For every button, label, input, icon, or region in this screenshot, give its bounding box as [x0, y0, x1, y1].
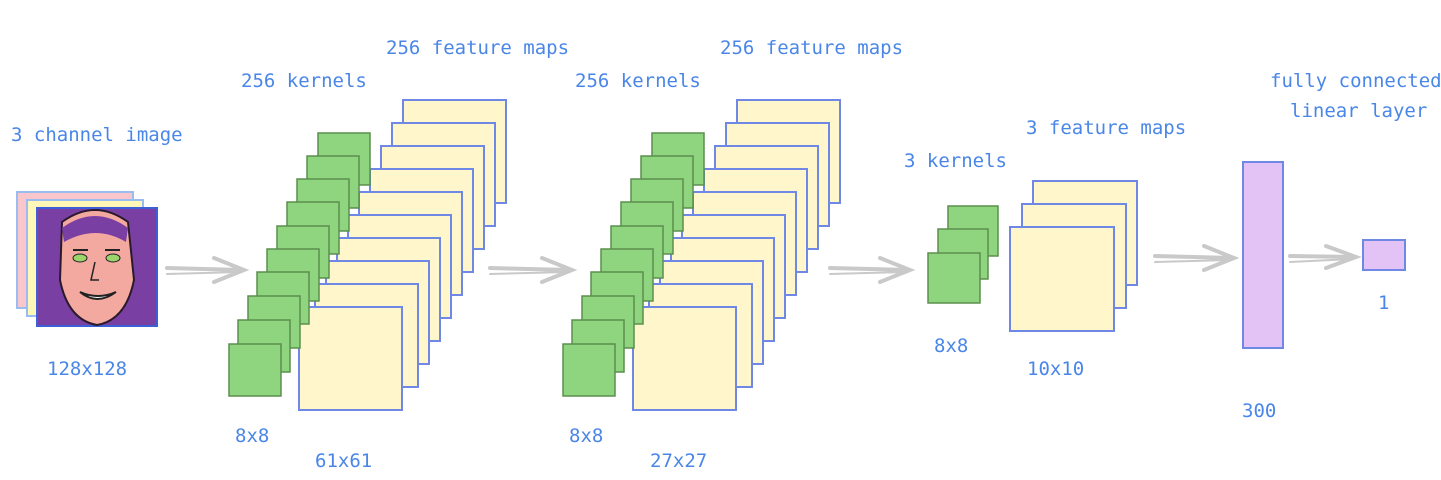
conv3-kernel-size-label: 8x8	[934, 335, 969, 357]
conv3-maps-label: 3 feature maps	[1026, 117, 1187, 139]
conv2-maps-label: 256 feature maps	[720, 37, 904, 59]
face-icon	[58, 209, 136, 327]
arrow-3	[828, 256, 916, 284]
conv2-kernels-label: 256 kernels	[575, 70, 701, 92]
conv1-kernels-label: 256 kernels	[241, 70, 367, 92]
fc-hidden-layer	[1242, 161, 1284, 349]
arrow-4	[1153, 244, 1240, 272]
fc-hidden-size-label: 300	[1242, 400, 1277, 422]
arrow-5	[1288, 244, 1362, 270]
conv1-map-size-label: 61x61	[315, 450, 373, 472]
conv1-kernel-size-label: 8x8	[235, 425, 270, 447]
fc-label-line2: linear layer	[1290, 100, 1428, 122]
conv3-map-size-label: 10x10	[1027, 358, 1085, 380]
conv2-kernels-stack	[562, 132, 705, 397]
fc-output-size-label: 1	[1378, 292, 1390, 314]
conv1-feature-maps-stack	[298, 99, 507, 411]
conv2-feature-maps-stack	[632, 99, 841, 411]
conv2-map-size-label: 27x27	[650, 450, 708, 472]
conv3-kernels-label: 3 kernels	[904, 150, 1007, 172]
arrow-1	[165, 256, 250, 284]
conv1-maps-label: 256 feature maps	[386, 37, 570, 59]
fc-label-line1: fully connected	[1270, 70, 1441, 92]
conv2-kernel-size-label: 8x8	[569, 425, 604, 447]
input-image	[16, 191, 158, 327]
arrow-2	[488, 256, 578, 284]
conv3-feature-maps-stack	[1009, 180, 1138, 332]
input-size-label: 128x128	[47, 358, 128, 380]
conv1-kernels-stack	[228, 132, 371, 397]
fc-output-unit	[1362, 239, 1406, 271]
conv3-kernels-stack	[927, 205, 999, 304]
input-label: 3 channel image	[11, 124, 183, 146]
